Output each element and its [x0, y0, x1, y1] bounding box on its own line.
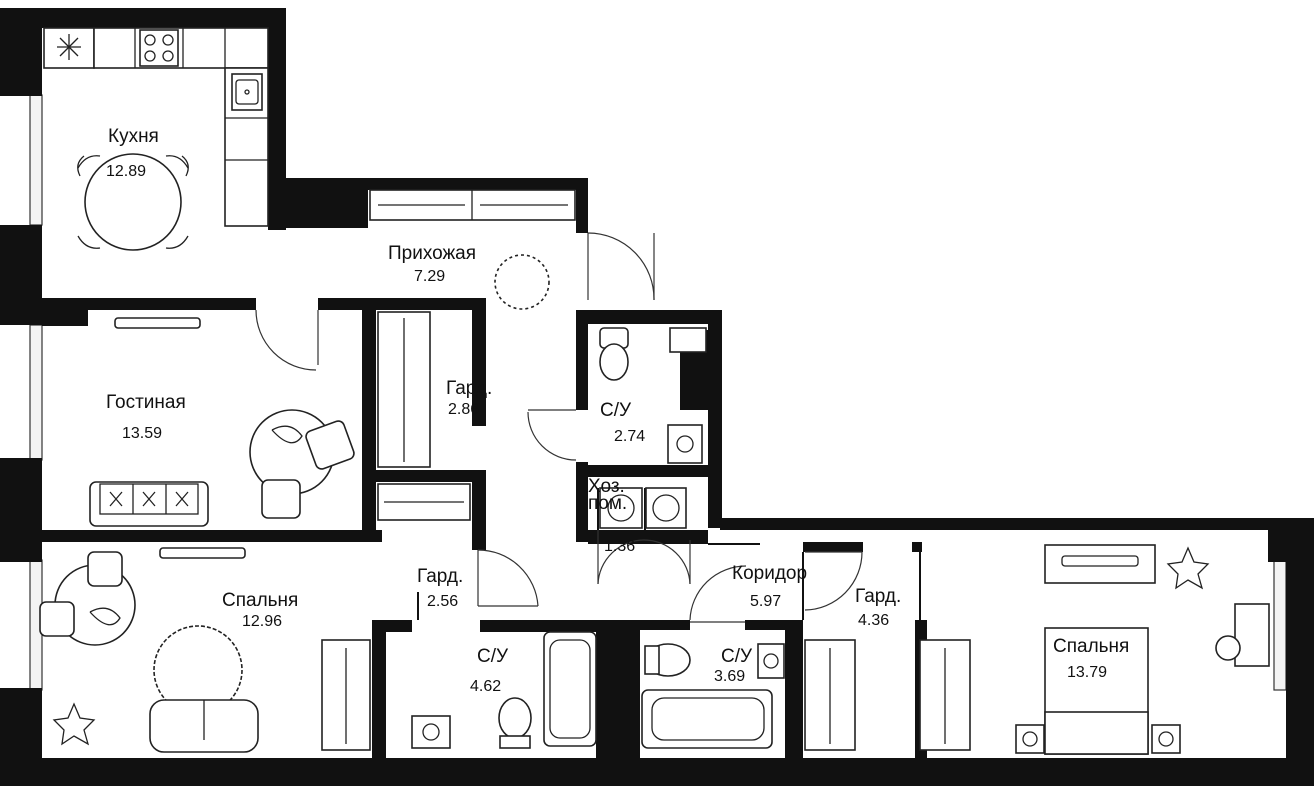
- doors: [255, 232, 863, 623]
- room-area: 2.74: [614, 428, 646, 445]
- stove-icon: [139, 29, 179, 67]
- bath-right-fixtures: [641, 643, 785, 749]
- room-name: Хоз. пом.: [588, 476, 628, 514]
- living-furniture: [89, 317, 355, 527]
- room-area: 4.62: [470, 678, 502, 695]
- room-name: Гард.: [417, 566, 464, 587]
- room-area: 3.69: [714, 668, 746, 685]
- room-name: С/У: [600, 400, 632, 421]
- windows: [29, 94, 1287, 691]
- walls: [0, 8, 1314, 786]
- room-area: 12.89: [106, 163, 147, 180]
- wardrobe-right: [804, 639, 971, 751]
- room-area: 7.29: [414, 268, 446, 285]
- wardrobe-upper: [377, 311, 471, 521]
- room-name: Гард.: [855, 586, 902, 607]
- room-name: С/У: [721, 646, 753, 667]
- room-name: Кухня: [108, 126, 159, 147]
- bath-left-fixtures: [411, 631, 597, 749]
- room-area: 13.59: [122, 425, 163, 442]
- sink-icon: [231, 73, 263, 111]
- room-name: Прихожая: [388, 243, 477, 264]
- bedroom-right-furniture: [1015, 544, 1270, 755]
- room-area: 2.86: [448, 401, 480, 418]
- kitchen-furniture: [43, 27, 269, 251]
- star-icon: [52, 702, 96, 746]
- room-area: 4.36: [858, 612, 890, 629]
- bath-upper-fixtures: [599, 327, 707, 464]
- bedroom-left-furniture: [39, 547, 371, 753]
- room-area: 5.97: [750, 593, 782, 610]
- room-area: 1.36: [604, 538, 636, 555]
- room-area: 13.79: [1067, 664, 1108, 681]
- room-area: 2.56: [427, 593, 459, 610]
- room-name: С/У: [477, 646, 509, 667]
- utility-fixtures: [599, 487, 687, 529]
- room-name: Спальня: [1053, 636, 1130, 657]
- partitions: [417, 488, 921, 620]
- room-name: Коридор: [732, 563, 808, 584]
- room-area: 12.96: [242, 613, 283, 630]
- room-name: Гостиная: [106, 392, 186, 413]
- snowflake-icon: [57, 34, 81, 60]
- room-name: Спальня: [222, 590, 299, 611]
- room-name: Гард.: [446, 378, 493, 399]
- hall-furniture: [369, 189, 576, 310]
